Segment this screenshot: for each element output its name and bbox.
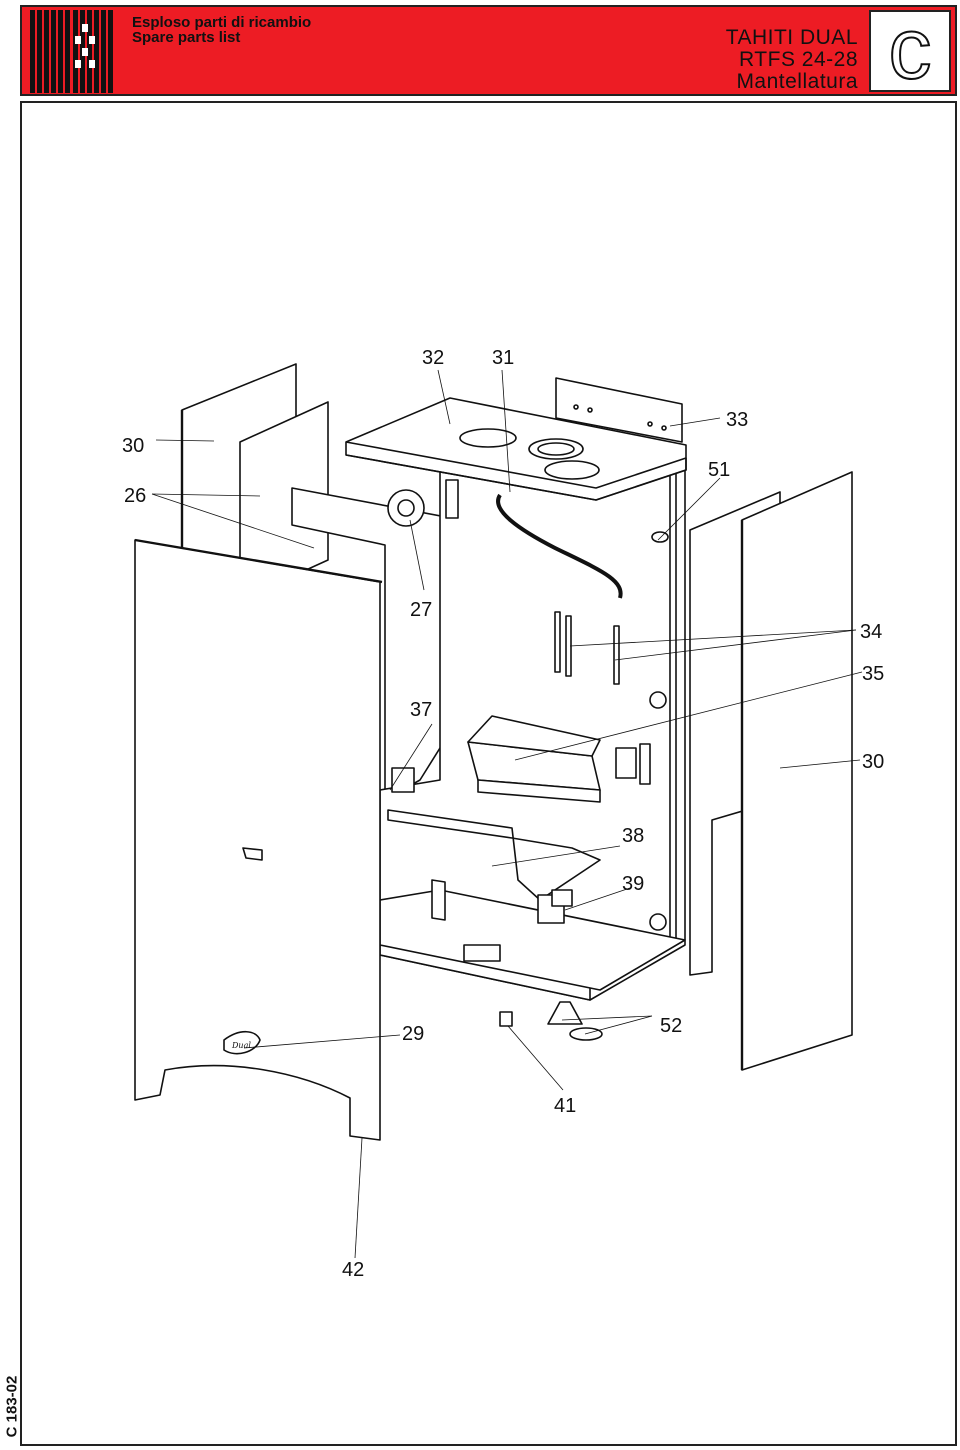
model-variant: RTFS 24-28 bbox=[739, 48, 858, 71]
title-english: Spare parts list bbox=[132, 29, 241, 46]
callout-37: 37 bbox=[410, 699, 432, 721]
section-name: Mantellatura bbox=[736, 70, 858, 93]
nut-41 bbox=[499, 1011, 513, 1027]
section-letter-box: c bbox=[869, 5, 951, 93]
brand-logo bbox=[28, 10, 124, 93]
callout-34: 34 bbox=[860, 621, 882, 643]
callout-29: 29 bbox=[402, 1023, 424, 1045]
callout-26: 26 bbox=[124, 485, 146, 507]
section-letter: c bbox=[888, 1, 933, 97]
callout-39: 39 bbox=[622, 873, 644, 895]
front-panel bbox=[134, 539, 381, 1141]
callout-30-left: 30 bbox=[122, 435, 144, 457]
callout-35: 35 bbox=[862, 663, 884, 685]
callout-33: 33 bbox=[726, 409, 748, 431]
header-title-block: Esploso parti di ricambio Spare parts li… bbox=[132, 15, 311, 45]
model-title-block: TAHITI DUAL RTFS 24-28 Mantellatura bbox=[726, 27, 858, 93]
model-name: TAHITI DUAL bbox=[725, 26, 858, 49]
header-bar: Esploso parti di ricambio Spare parts li… bbox=[20, 5, 957, 96]
front-logo-text: Dual bbox=[231, 1041, 251, 1050]
drawing-frame bbox=[20, 101, 957, 1446]
callout-52: 52 bbox=[660, 1015, 682, 1037]
grommet-52a bbox=[547, 1001, 583, 1025]
callout-41: 41 bbox=[554, 1095, 576, 1117]
callout-27: 27 bbox=[410, 599, 432, 621]
side-panel-right-outer bbox=[741, 471, 853, 1071]
callout-51: 51 bbox=[708, 459, 730, 481]
front-logo-badge bbox=[223, 1030, 261, 1055]
combustion-chamber-plate bbox=[387, 809, 601, 901]
callout-32: 32 bbox=[422, 347, 444, 369]
document-code: C 183-02 bbox=[3, 1375, 21, 1438]
callout-38: 38 bbox=[622, 825, 644, 847]
callout-42: 42 bbox=[342, 1259, 364, 1281]
callout-30-right: 30 bbox=[862, 751, 884, 773]
callout-31: 31 bbox=[492, 347, 514, 369]
gas-tube bbox=[496, 493, 623, 599]
title-italian: Esploso parti di ricambio bbox=[132, 14, 312, 31]
side-panel-left-inner bbox=[239, 401, 329, 601]
